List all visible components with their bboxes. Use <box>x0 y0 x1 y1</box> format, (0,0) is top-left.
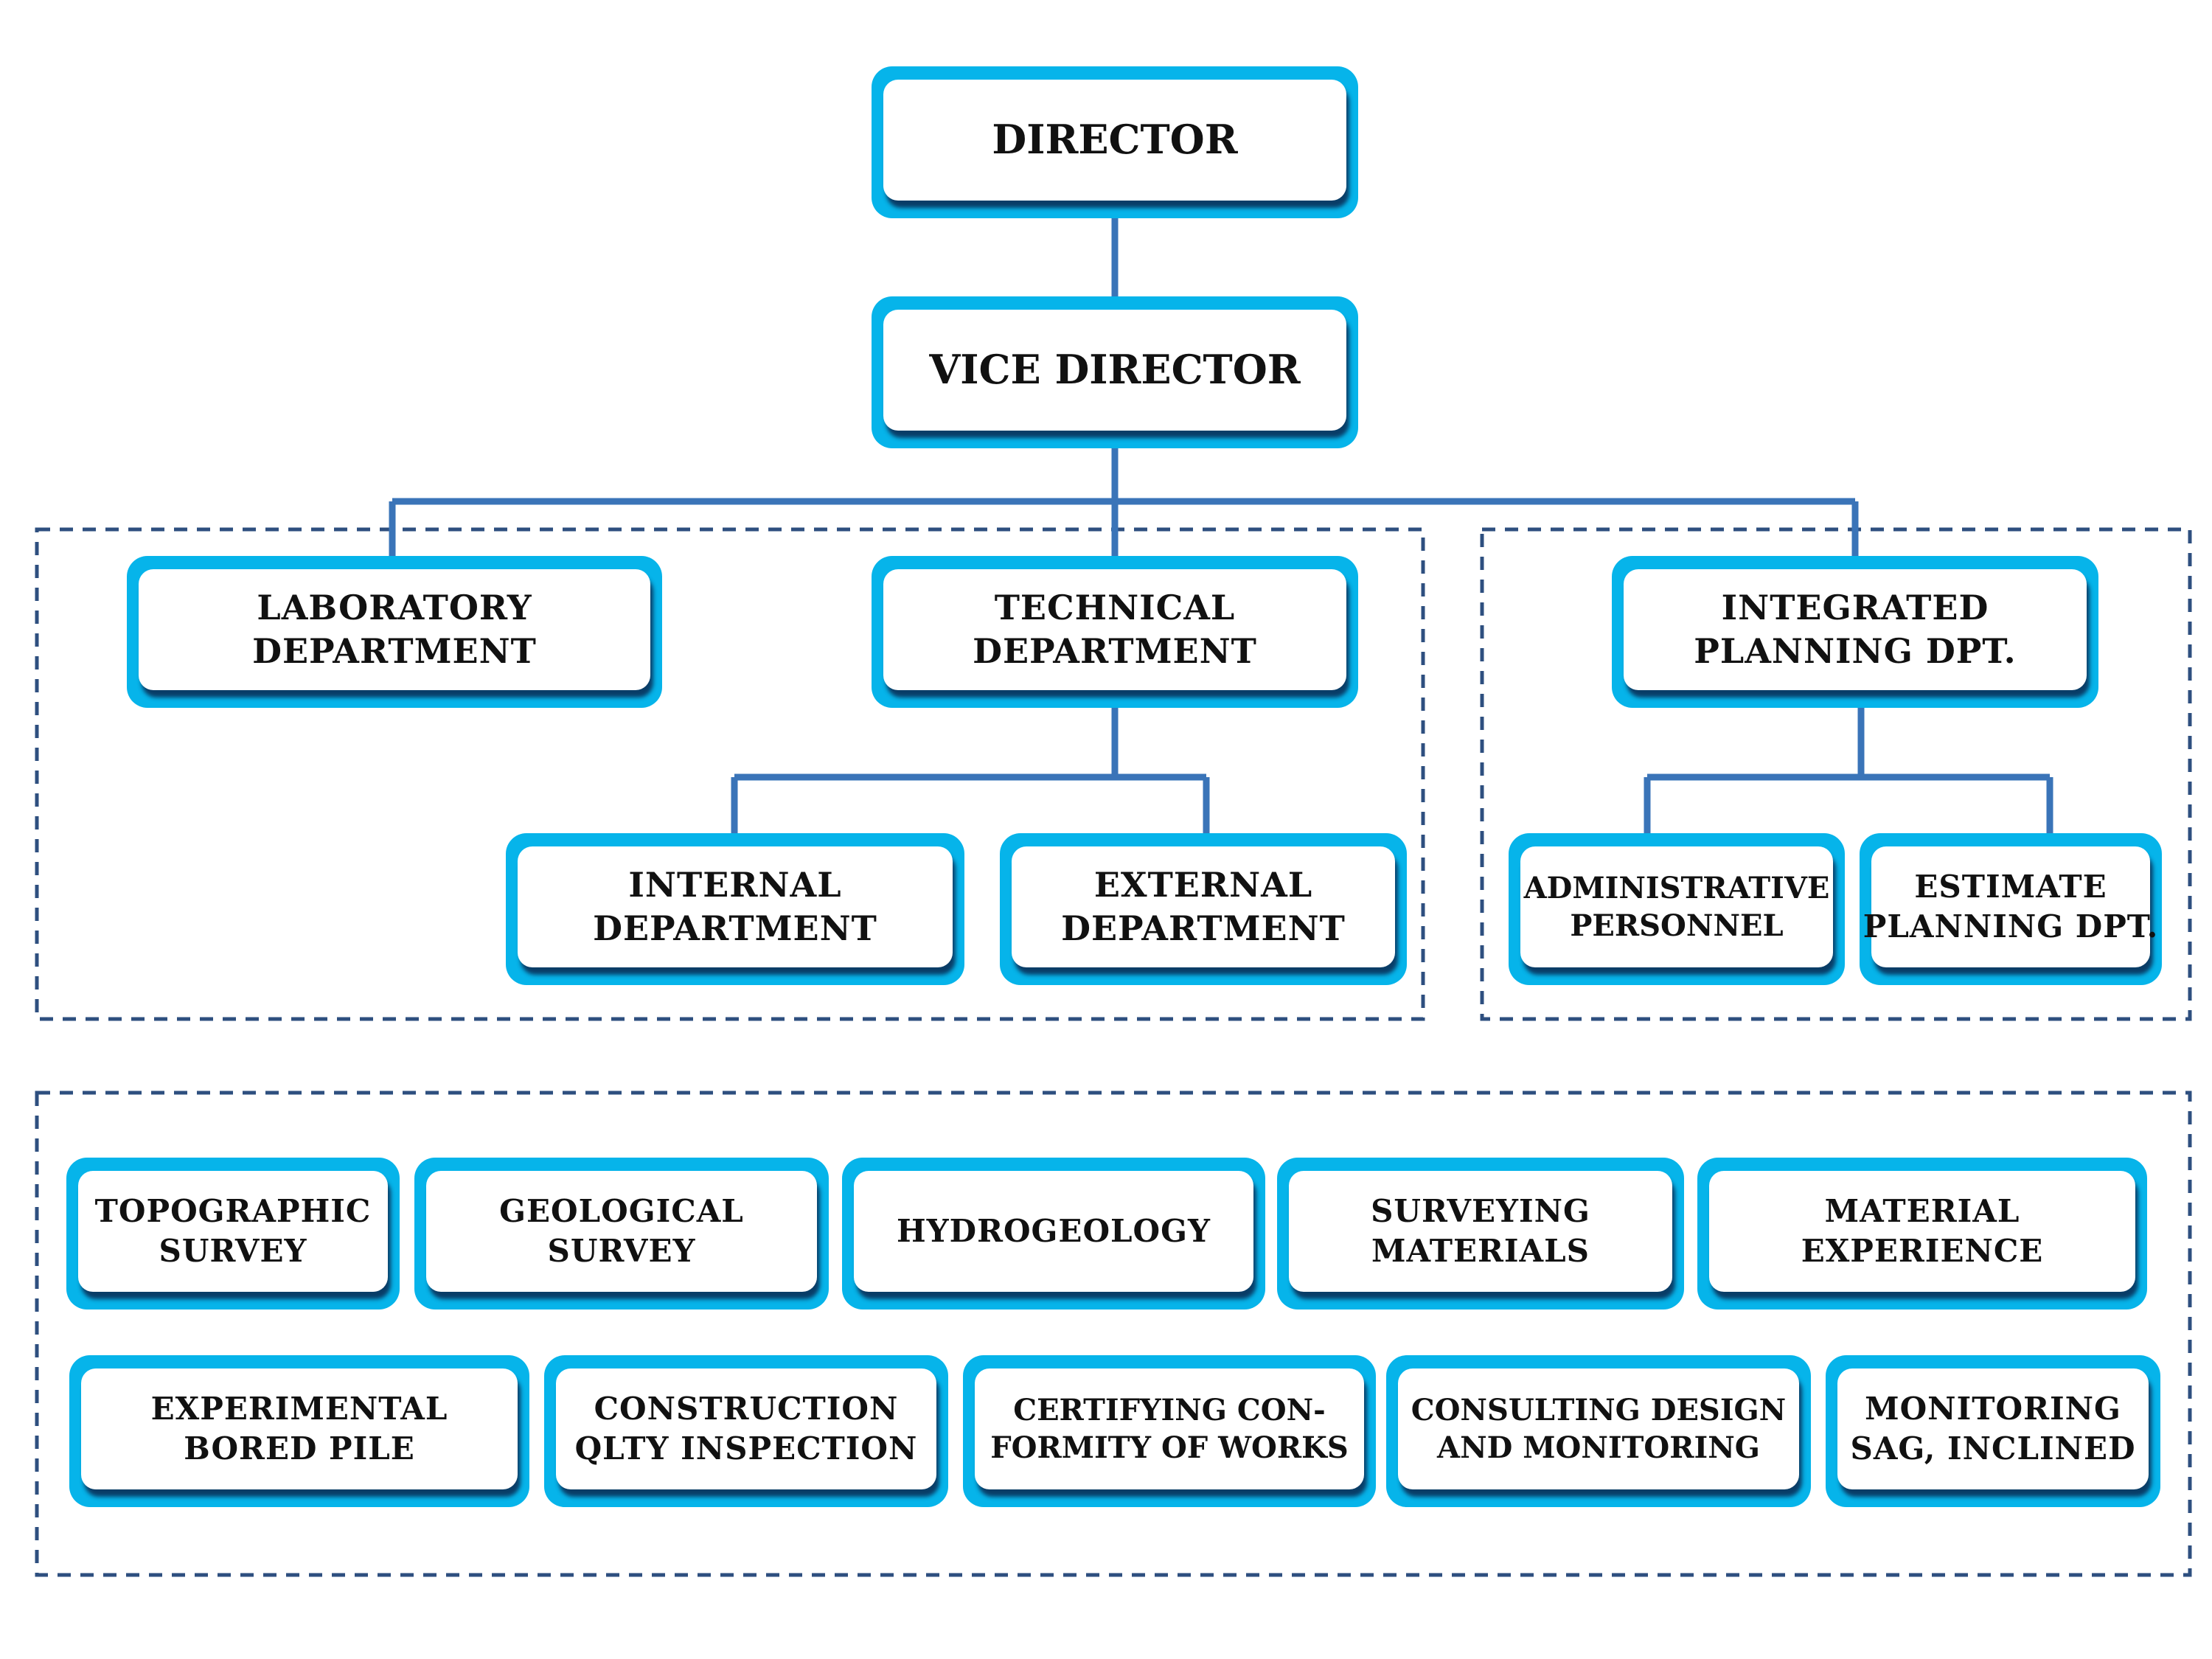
label-line: MONITORING <box>1865 1391 2121 1427</box>
director-node: DIRECTOR <box>872 66 1358 218</box>
label-line: DEPARTMENT <box>252 631 537 671</box>
administrative-personnel-node: ADMINISTRATIVE PERSONNEL <box>1509 833 1845 985</box>
label-line: SAG, INCLINED <box>1850 1430 2136 1467</box>
label-line: PLANNING DPT. <box>1694 631 2017 671</box>
label-line: SURVEY <box>159 1233 307 1269</box>
service-topographic-survey: TOPOGRAPHIC SURVEY <box>66 1158 400 1310</box>
label-line: BORED PILE <box>184 1430 415 1467</box>
label-line: QLTY INSPECTION <box>574 1430 918 1467</box>
label-line: MATERIALS <box>1371 1233 1590 1269</box>
service-geological-survey: GEOLOGICAL SURVEY <box>414 1158 829 1310</box>
label-line: PLANNING DPT. <box>1863 908 2159 945</box>
label-line: TOPOGRAPHIC <box>94 1193 372 1230</box>
director-label: DIRECTOR <box>992 116 1238 164</box>
label-line: EXPERIMENTAL <box>150 1391 448 1427</box>
label-line: INTEGRATED <box>1721 588 1989 628</box>
service-label: TOPOGRAPHIC SURVEY <box>95 1192 372 1271</box>
label-line: TECHNICAL <box>994 588 1236 628</box>
label-line: DEPARTMENT <box>973 631 1257 671</box>
label-line: FORMITY OF WORKS <box>990 1430 1349 1465</box>
service-hydrogeology: HYDROGEOLOGY <box>842 1158 1265 1310</box>
laboratory-department-node: LABORATORY DEPARTMENT <box>127 556 662 708</box>
service-label: MONITORING SAG, INCLINED <box>1850 1389 2135 1469</box>
service-label: CONSULTING DESIGN AND MONITORING <box>1411 1391 1787 1467</box>
technical-department-label: TECHNICAL DEPARTMENT <box>973 586 1257 673</box>
service-material-experience: MATERIAL EXPERIENCE <box>1697 1158 2147 1310</box>
integrated-planning-node: INTEGRATED PLANNING DPT. <box>1612 556 2098 708</box>
vice-director-node: VICE DIRECTOR <box>872 296 1358 448</box>
label-line: ESTIMATE <box>1914 869 2107 905</box>
service-experimental-bored-pile: EXPERIMENTAL BORED PILE <box>69 1355 529 1507</box>
estimate-planning-label: ESTIMATE PLANNING DPT. <box>1863 867 2158 947</box>
service-monitoring-sag: MONITORING SAG, INCLINED <box>1826 1355 2160 1507</box>
label-line: HYDROGEOLOGY <box>896 1213 1211 1250</box>
external-department-node: EXTERNAL DEPARTMENT <box>1000 833 1407 985</box>
service-label: EXPERIMENTAL BORED PILE <box>151 1389 448 1469</box>
service-construction-quality-inspection: CONSTRUCTION QLTY INSPECTION <box>544 1355 948 1507</box>
departments-right-frame <box>1480 527 2192 1021</box>
label-line: INTERNAL <box>628 865 842 905</box>
service-consulting-design: CONSULTING DESIGN AND MONITORING <box>1386 1355 1811 1507</box>
administrative-personnel-label: ADMINISTRATIVE PERSONNEL <box>1524 869 1830 945</box>
service-label: MATERIAL EXPERIENCE <box>1801 1192 2044 1271</box>
service-certifying-conformity: CERTIFYING CON- FORMITY OF WORKS <box>963 1355 1376 1507</box>
label-line: LABORATORY <box>257 588 532 628</box>
vice-director-label: VICE DIRECTOR <box>929 346 1301 394</box>
label-line: SURVEY <box>547 1233 696 1269</box>
label-line: AND MONITORING <box>1437 1430 1760 1465</box>
internal-department-node: INTERNAL DEPARTMENT <box>506 833 964 985</box>
external-department-label: EXTERNAL DEPARTMENT <box>1061 863 1346 950</box>
technical-department-node: TECHNICAL DEPARTMENT <box>872 556 1358 708</box>
label-line: ADMINISTRATIVE <box>1523 870 1830 905</box>
label-line: SURVEYING <box>1371 1193 1590 1230</box>
service-label: CONSTRUCTION QLTY INSPECTION <box>575 1389 918 1469</box>
label-line: DEPARTMENT <box>593 908 877 948</box>
label-line: MATERIAL <box>1824 1193 2020 1230</box>
label-line: EXTERNAL <box>1093 865 1313 905</box>
service-label: GEOLOGICAL SURVEY <box>499 1192 744 1271</box>
label-line: DEPARTMENT <box>1061 908 1346 948</box>
label-line: EXPERIENCE <box>1801 1233 2044 1269</box>
service-surveying-materials: SURVEYING MATERIALS <box>1277 1158 1684 1310</box>
label-line: PERSONNEL <box>1570 908 1784 943</box>
label-line: CONSULTING DESIGN <box>1411 1392 1787 1427</box>
departments-left-frame <box>35 527 1425 1021</box>
service-label: SURVEYING MATERIALS <box>1371 1192 1590 1271</box>
label-line: GEOLOGICAL <box>499 1193 744 1230</box>
laboratory-department-label: LABORATORY DEPARTMENT <box>252 586 537 673</box>
estimate-planning-node: ESTIMATE PLANNING DPT. <box>1860 833 2162 985</box>
label-line: CONSTRUCTION <box>594 1391 899 1427</box>
integrated-planning-label: INTEGRATED PLANNING DPT. <box>1694 586 2016 673</box>
internal-department-label: INTERNAL DEPARTMENT <box>593 863 877 950</box>
service-label: HYDROGEOLOGY <box>897 1211 1211 1251</box>
service-label: CERTIFYING CON- FORMITY OF WORKS <box>990 1391 1349 1467</box>
label-line: CERTIFYING CON- <box>1013 1392 1326 1427</box>
services-frame <box>35 1091 2192 1577</box>
